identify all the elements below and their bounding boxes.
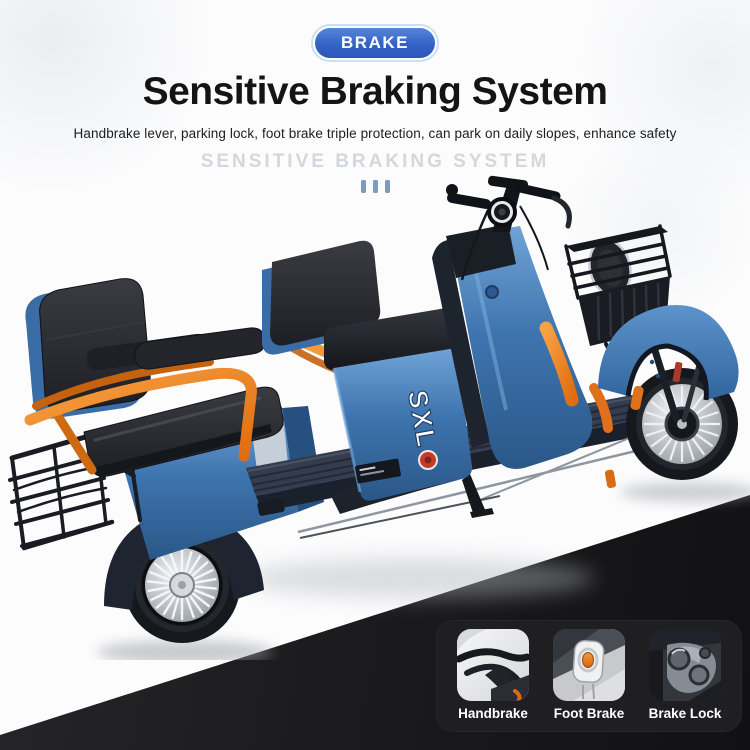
rear-basket — [8, 431, 142, 551]
front-wheel — [626, 368, 738, 480]
feature-handbrake[interactable]: Handbrake — [449, 629, 537, 721]
rear-fender — [104, 508, 264, 610]
watermark-text: SENSITIVE BRAKING SYSTEM — [200, 151, 550, 172]
handbrake-photo — [457, 629, 529, 701]
brand-logo-text: SXL — [402, 388, 442, 451]
brake-badge-ring: BRAKE — [311, 24, 439, 62]
deco-bar — [360, 180, 366, 193]
page-subtitle: Handbrake lever, parking lock, foot brak… — [73, 126, 677, 141]
rear-seat-cushion — [83, 386, 284, 477]
rear-seat-base — [115, 406, 324, 560]
middle-seat-box: SXL — [323, 307, 473, 501]
feature-label: Foot Brake — [553, 706, 625, 721]
feature-panel: Handbrake Foot Brake — [436, 620, 742, 732]
deco-bar — [372, 180, 378, 193]
foot-brake-photo — [553, 629, 625, 701]
rear-armrests — [24, 327, 266, 475]
middle-backrest — [262, 240, 437, 423]
front-fender — [598, 305, 739, 423]
floor-deck — [246, 392, 669, 539]
page-title: Sensitive Braking System — [142, 70, 608, 113]
deco-bar — [384, 180, 390, 193]
mirror-disc — [588, 239, 632, 297]
front-basket — [564, 224, 672, 382]
brake-lock-photo — [649, 629, 721, 701]
headlight — [487, 197, 517, 227]
feature-label: Brake Lock — [648, 706, 722, 721]
brake-badge[interactable]: BRAKE — [315, 28, 435, 58]
feature-label: Handbrake — [458, 706, 528, 721]
rear-backrest — [25, 278, 151, 419]
decorative-bars — [0, 180, 750, 193]
feature-brake-lock[interactable]: Brake Lock — [641, 629, 729, 721]
steering-column — [432, 226, 613, 469]
rear-wheel — [124, 527, 240, 643]
feature-foot-brake[interactable]: Foot Brake — [545, 629, 633, 721]
